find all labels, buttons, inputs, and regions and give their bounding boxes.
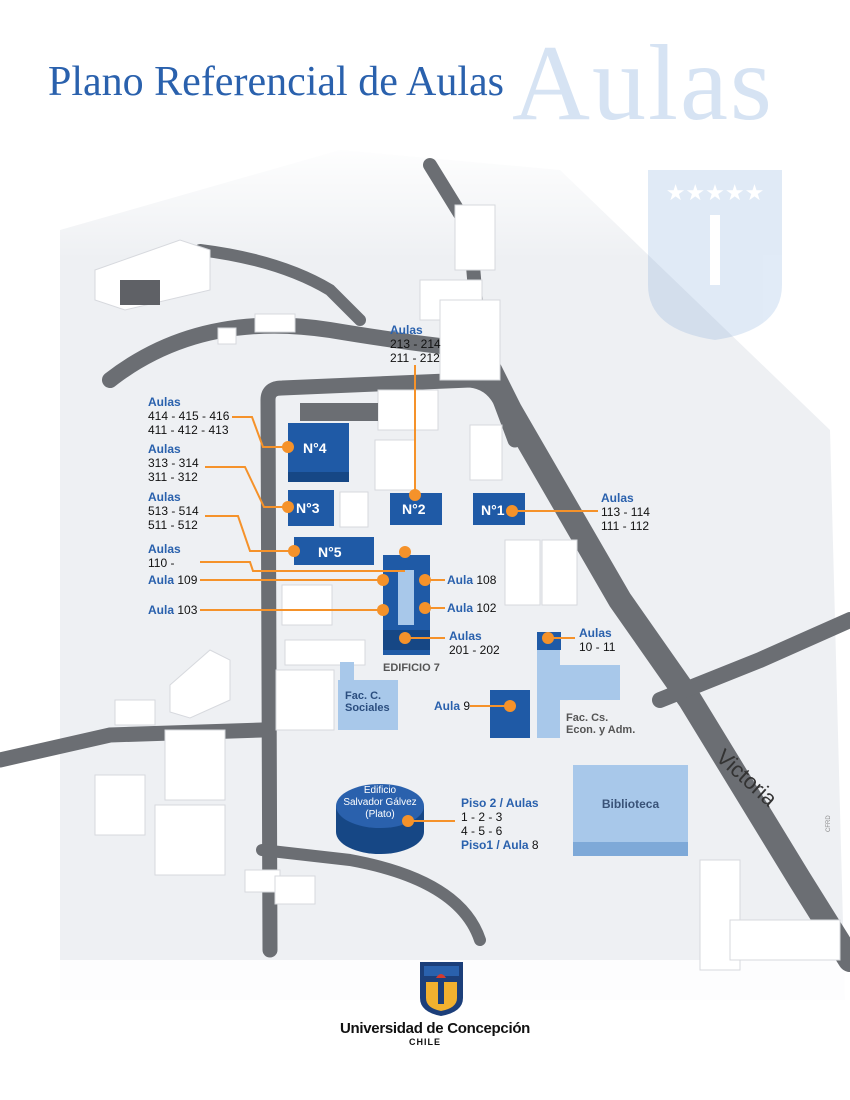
building-label-n1: N°1: [481, 502, 505, 518]
label-plato-aulas: Piso 2 / Aulas 1 - 2 - 3 4 - 5 - 6 Piso1…: [461, 796, 539, 852]
building-label-n3: N°3: [296, 500, 320, 516]
place-plato: Edificio Salvador Gálvez (Plato): [343, 785, 417, 820]
label-line: 414 - 415 - 416: [148, 409, 230, 423]
label-head: Aulas: [449, 629, 482, 643]
label-aula-103: Aula 103: [148, 603, 198, 617]
building-n4: [288, 423, 349, 477]
building-fac-econ: [537, 650, 620, 738]
logo-spacer: [340, 958, 510, 1020]
label-aulas-10: Aulas 10 - 11: [579, 626, 615, 654]
building-label-n5: N°5: [318, 544, 342, 560]
label-aula-109: Aula 109: [148, 573, 198, 587]
label-head: Piso 2 / Aulas: [461, 796, 539, 810]
credit-mark: CFRD: [826, 815, 832, 832]
label-line: 513 - 514: [148, 504, 199, 518]
label-line: 201 - 202: [449, 643, 500, 657]
label-head: Aulas: [148, 542, 181, 556]
udec-logo-icon: [420, 962, 463, 1016]
label-n3-aulas: Aulas 313 - 314 311 - 312: [148, 442, 199, 484]
road-victoria: [652, 612, 850, 708]
label-line: 113 - 114: [601, 505, 650, 519]
building-plato: [336, 784, 424, 828]
page-title: Plano Referencial de Aulas: [48, 59, 505, 105]
title-watermark: Aulas: [512, 24, 774, 143]
label-line: 110 -: [148, 556, 175, 570]
label-line: 313 - 314: [148, 456, 199, 470]
label-line: 10 - 11: [579, 640, 616, 654]
label-n5-aulas: Aulas 513 - 514 511 - 512: [148, 490, 199, 532]
shield-watermark-icon: ★★★★★: [648, 170, 782, 340]
label-aula-9: Aula 9: [434, 699, 471, 713]
svg-text:★★★★★: ★★★★★: [666, 181, 765, 206]
university-logo: Universidad de Concepción CHILE: [340, 958, 531, 1047]
building-n3: [288, 490, 334, 526]
label-head: Aulas: [601, 491, 634, 505]
building-aula-9: [490, 690, 530, 738]
label-aulas-201: Aulas 201 - 202: [449, 629, 500, 657]
label-n4-aulas: Aulas 414 - 415 - 416 411 - 412 - 413: [148, 395, 229, 437]
label-line: 4 - 5 - 6: [461, 824, 503, 838]
label-line: 1 - 2 - 3: [461, 810, 503, 824]
label-aula-110: Aulas 110 -: [148, 542, 181, 570]
road-upper-loop: [102, 317, 488, 388]
label-head: Aulas: [579, 626, 612, 640]
label-aula-102: Aula 102: [447, 601, 497, 615]
label-head: Aulas: [148, 395, 181, 409]
place-edificio-7: EDIFICIO 7: [383, 662, 440, 674]
road-east: [468, 338, 850, 972]
label-line: 211 - 212: [390, 351, 440, 365]
label-line: 213 - 214: [390, 337, 441, 351]
place-biblioteca: Biblioteca: [601, 797, 660, 811]
building-fac-sociales: [338, 680, 398, 730]
road-to-hill: [194, 244, 366, 326]
university-name: Universidad de Concepción: [340, 1020, 531, 1037]
label-n1-aulas: Aulas 113 - 114 111 - 112: [601, 491, 650, 533]
label-aula-108: Aula 108: [447, 573, 497, 587]
place-fac-sociales: Fac. C. Sociales: [345, 690, 390, 714]
label-head: Aulas: [148, 490, 181, 504]
label-head: Aulas: [390, 323, 423, 337]
label-line: 511 - 512: [148, 518, 198, 532]
building-label-n2: N°2: [402, 501, 426, 517]
building-biblioteca: [573, 765, 688, 847]
university-country: CHILE: [409, 1037, 441, 1047]
place-fac-econ: Fac. Cs. Econ. y Adm.: [566, 712, 636, 736]
road-bottom: [256, 844, 486, 946]
label-line: 411 - 412 - 413: [148, 423, 229, 437]
label-n2-aulas: Aulas 213 - 214 211 - 212: [390, 323, 441, 365]
building-n5: [294, 537, 374, 565]
label-head: Aulas: [148, 442, 181, 456]
label-line: 111 - 112: [601, 519, 650, 533]
label-line: 311 - 312: [148, 470, 198, 484]
building-label-n4: N°4: [303, 440, 327, 456]
